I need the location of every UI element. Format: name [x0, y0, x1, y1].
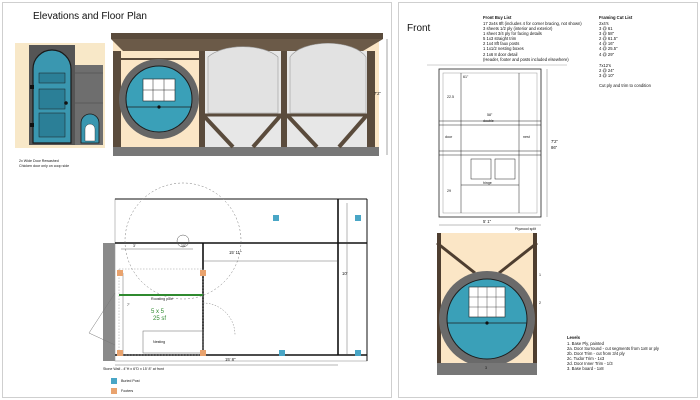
legend-label: Footers [121, 389, 134, 393]
list-item: 2b. Door Trim - cut from 3/4 ply [567, 351, 625, 357]
footer [200, 350, 206, 356]
frame-width: 5' 1" [483, 219, 492, 224]
door-elevation [15, 43, 105, 148]
cut-note: Cut ply and trim to condition [599, 83, 651, 88]
buried-post [273, 215, 279, 221]
right-page: Front Front Buy List 17 2x4s 8ft (includ… [398, 2, 698, 398]
buried-post [355, 215, 361, 221]
roosting-label: Roosting pole [151, 297, 173, 301]
plywood-split: Plywood split [515, 227, 536, 231]
framing-drawing [427, 64, 567, 226]
base-board [437, 363, 537, 375]
frame-height-in: 86" [551, 145, 558, 150]
footer [200, 270, 206, 276]
frame-label-hinge: hinge [483, 181, 492, 185]
list-item: 4 @ 25.5" [599, 46, 618, 52]
floor-plan [88, 182, 368, 366]
dim-3: 3' [133, 244, 136, 248]
right-drawings [427, 64, 567, 375]
front-elevation [436, 233, 538, 375]
dim-10ft: 10' [342, 271, 348, 276]
legend-label: Buried Post [121, 379, 140, 383]
list-item: 2 1x4 8ft faux posts [483, 41, 520, 47]
list-item: 3 @ 10" [599, 73, 615, 79]
list-item: 2d. Door Inner Trim - 1/3 [567, 361, 613, 367]
frame-label-61: 61" [463, 75, 469, 79]
legend-swatch-buried-post [111, 378, 117, 384]
elevation-height: 7'2" [374, 91, 381, 96]
list-item: 3 @ 58" [599, 31, 615, 37]
dim-15-8: 15' 8" [225, 357, 236, 362]
footer [117, 350, 123, 356]
list-item: 1 sheet 3/4 ply for facing details [483, 31, 542, 37]
door-note-2: Chicken door only on coop side [19, 164, 70, 168]
door-note-1: 2x Wide Door Rewashed [19, 159, 59, 163]
buried-post [279, 350, 285, 356]
list-item: 2 @ 24" [599, 68, 615, 74]
dim-7: 7' [127, 303, 130, 307]
main-elevation [111, 33, 388, 156]
area-label: 5 x 5 [151, 309, 165, 315]
list-item: 7x12's [599, 63, 611, 68]
list-item: 3 @ 61 [599, 26, 613, 32]
list-item: 4 @ 29" [599, 51, 615, 57]
cut-list: 2x4's 3 @ 61 3 @ 58" 2 @ 61.5" 4 @ 16" 4… [599, 21, 618, 57]
buy-list-heading: Front Buy List [483, 15, 512, 20]
cut-list-heading: Framing Cut List [599, 15, 633, 20]
dim-15-11: 15' 11" [229, 250, 242, 255]
list-item: 2x4's [599, 21, 609, 26]
level-mark: 1 [539, 273, 541, 277]
list-item: 2 1x6 8 door detail [483, 51, 518, 57]
area-sqft: 25 sf [153, 316, 167, 322]
list-item: 4 @ 16" [599, 41, 615, 47]
list-item: 17 2x4s 8ft (includes 4 for corner braci… [483, 21, 582, 26]
frame-label-nest: nest [523, 135, 530, 139]
levels-list: 1. Base Ply, painted 2a. Door Surround -… [567, 341, 659, 372]
left-drawings [15, 33, 388, 366]
frame-label-225: 22.5 [447, 95, 454, 99]
left-page: Elevations and Floor Plan [2, 2, 392, 398]
page-title: Elevations and Floor Plan [33, 11, 147, 22]
frame-label-door: door [445, 135, 453, 139]
stone-wall-note: Stone Wall - 4"H x 6"D x 15' 8" at front [103, 367, 164, 371]
cut-list-2: 7x12's 2 @ 24" 3 @ 10" [599, 63, 614, 78]
base-board [113, 147, 379, 156]
list-item: 2c. Tudor Trim - 1x3 [567, 356, 605, 362]
list-item: 1 1x1/2 nesting boxes [483, 46, 524, 52]
level-mark: 2 [539, 301, 541, 305]
dim-10: 10" [181, 244, 187, 248]
frame-label-29: 29 [447, 189, 451, 193]
buried-post [355, 350, 361, 356]
frame-label-58: 58" [487, 113, 493, 117]
list-item: 2 @ 61.5" [599, 36, 618, 42]
list-item: 3 sheets 1/2 ply (interior and exterior) [483, 26, 553, 32]
list-item: 3. Base board - 1x8 [567, 366, 604, 372]
level-mark: 3 [485, 366, 487, 370]
page-title: Front [407, 23, 431, 34]
legend-swatch-footers [111, 388, 117, 394]
list-item: 5 1x3 straight trim [483, 36, 517, 42]
footer [117, 270, 123, 276]
list-item: 1. Base Ply, painted [567, 341, 604, 346]
list-item: (Header, footer and posts included elsew… [483, 56, 569, 62]
buy-list: 17 2x4s 8ft (includes 4 for corner braci… [483, 21, 582, 62]
door-knob [64, 101, 68, 105]
levels-heading: Levels [567, 335, 581, 340]
frame-height: 7'2" [551, 139, 558, 144]
frame-label-double: double [483, 119, 494, 123]
list-item: 2a. Door Surround - cut segments from 1x… [567, 346, 659, 352]
nesting-box [142, 330, 204, 354]
nesting-label: Nesting [153, 340, 166, 344]
